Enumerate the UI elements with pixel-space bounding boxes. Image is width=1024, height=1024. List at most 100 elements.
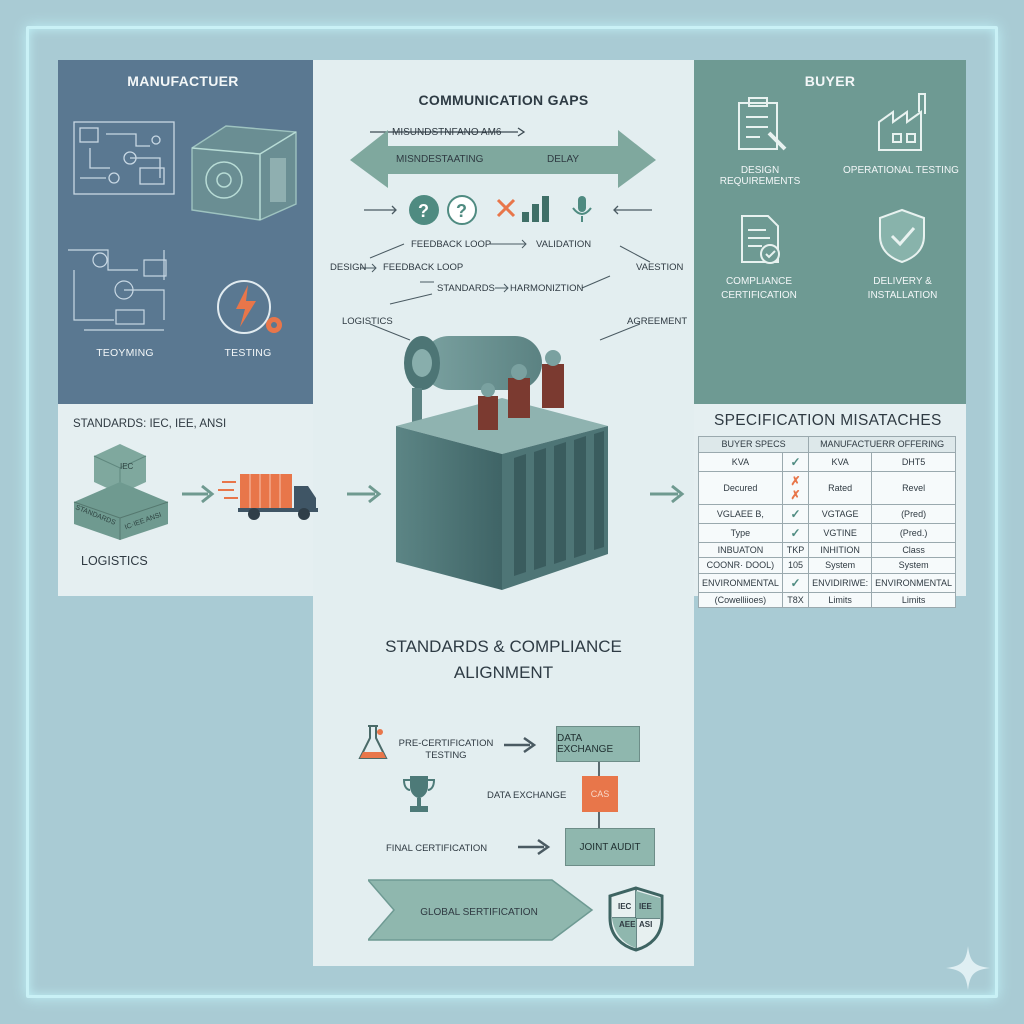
spec-cell: Class xyxy=(871,541,956,558)
shield-aee-label: AEE xyxy=(619,920,636,929)
arrow-right-2 xyxy=(518,838,551,856)
prototyping-label: TEOYMING xyxy=(96,347,154,359)
spec-cell: KVA xyxy=(698,451,783,472)
shield-asi-label: ASI xyxy=(639,920,653,929)
cube-top-label: IEC xyxy=(120,462,134,471)
spec-cell: ENVIRONMENTAL xyxy=(871,572,956,593)
spec-cell: VGTAGE xyxy=(808,503,873,524)
shield-iee-label: IEE xyxy=(639,902,652,911)
spec-cell: 105 xyxy=(781,557,810,574)
arrow-to-transformer xyxy=(347,484,382,504)
arrow-to-spec xyxy=(650,484,685,504)
testing-label: TESTING xyxy=(224,347,272,359)
schematic-icon xyxy=(68,249,167,331)
buyer-item-delivery-installation: DELIVERY & INSTALLATION xyxy=(867,276,938,301)
spec-cell: T8X xyxy=(781,591,810,608)
spec-cell: DHT5 xyxy=(871,451,956,472)
spec-cell: TKP xyxy=(781,541,810,558)
spec-mismatch-table: BUYER SPECS MANUFACTUERR OFFERING KVA✓KV… xyxy=(697,436,956,608)
transformer-illustration xyxy=(396,336,608,590)
buyer-item-design-requirements: DESIGN REQUIREMENTS xyxy=(719,165,801,187)
spec-row: ENVIRONMENTAL✓ENVIDIRIWE:ENVIRONMENTAL xyxy=(698,572,956,593)
buyer-title: BUYER xyxy=(804,73,856,89)
spec-row: VGLAEE B,✓VGTAGE(Pred) xyxy=(698,503,956,524)
certificate-document-icon xyxy=(741,215,780,264)
buyer-specs-header: BUYER SPECS xyxy=(697,436,810,453)
factory-icon xyxy=(878,93,926,151)
pre-certification-label: PRE-CERTIFICATION TESTING xyxy=(390,738,502,762)
spec-cell: System xyxy=(871,557,956,574)
connector-line-2 xyxy=(598,812,600,828)
double-arrow xyxy=(350,127,656,188)
sparkle-icon xyxy=(946,946,990,990)
spec-cell: Limits xyxy=(808,591,873,608)
orange-status-box: CAS xyxy=(582,776,618,812)
standards-cubes-icon xyxy=(73,444,169,540)
pre-certification-line2: TESTING xyxy=(425,750,467,761)
valstion-label: VAESTION xyxy=(636,262,684,273)
flask-icon xyxy=(358,725,388,759)
spec-cell: ✓ xyxy=(781,451,810,472)
logistics-label: LOGISTICS xyxy=(81,554,148,568)
harmonization-label: HARMONIZTION xyxy=(510,283,584,294)
spec-cell: ✓ xyxy=(781,503,810,524)
spec-cell: Revel xyxy=(871,470,956,505)
spec-cell: (Pred) xyxy=(871,503,956,524)
shield-iec-label: IEC xyxy=(618,902,632,911)
connector-line xyxy=(598,762,600,776)
feedback-loop-label: FEEDBACK LOOP xyxy=(411,239,492,250)
spec-cell: INHITION xyxy=(808,541,873,558)
buyer-item-operational-testing: OPERATIONAL TESTING xyxy=(843,165,959,176)
spec-cell: System xyxy=(808,557,873,574)
feedback-connectors xyxy=(360,239,651,341)
outer-glow-frame xyxy=(26,26,998,998)
arrow-right-1 xyxy=(504,736,537,754)
svg-text:?: ? xyxy=(456,201,467,221)
spec-cell: (Cowelliioes) xyxy=(698,591,783,608)
joint-audit-box: JOINT AUDIT xyxy=(565,828,655,866)
spec-cell: (Pred.) xyxy=(871,522,956,543)
spec-cell: ✓ xyxy=(781,572,810,593)
logistics-connector-label: LOGISTICS xyxy=(342,316,393,327)
spec-mismatch-title: SPECIFICATION MISATACHES xyxy=(714,412,942,429)
delivery-truck-icon xyxy=(218,474,318,520)
spec-cell: VGLAEE B, xyxy=(698,503,783,524)
agreement-label: AGREEMENT xyxy=(627,316,688,327)
manufacturer-panel xyxy=(58,60,313,404)
spec-cell: ✓ xyxy=(781,522,810,543)
arrow-top-label: MISUNDSTNFANO AM6 xyxy=(392,127,502,138)
global-certification-arrow xyxy=(368,879,594,941)
spec-cell: ✗ ✗ xyxy=(781,470,810,505)
clipboard-wrench-icon xyxy=(738,97,787,151)
certification-shield-icon xyxy=(608,886,664,952)
trophy-icon xyxy=(402,776,436,812)
manufacturer-title: MANUFACTUER xyxy=(127,73,239,89)
feedback-loop-2-label: FEEDBACK LOOP xyxy=(383,262,464,273)
pre-certification-line1: PRE-CERTIFICATION xyxy=(398,738,494,749)
spec-cell: VGTINE xyxy=(808,522,873,543)
buyer-item-compliance-certification: COMPLIANCE CERTIFICATION xyxy=(721,276,797,301)
design-label: DESIGN xyxy=(330,262,367,273)
shield-check-icon xyxy=(879,208,925,264)
final-certification-label: FINAL CERTIFICATION xyxy=(386,843,488,854)
communication-icons-row: ? ? xyxy=(364,195,652,225)
delay-label: DELAY xyxy=(547,154,580,165)
communication-gaps-title: COMMUNICATION GAPS xyxy=(418,92,589,108)
validation-label: VALIDATION xyxy=(536,239,592,250)
gear-machine-icon xyxy=(191,125,297,221)
spec-cell: Rated xyxy=(808,470,873,505)
spec-cell: Decured xyxy=(698,470,783,505)
svg-text:?: ? xyxy=(418,201,429,221)
manufacturer-offering-header: MANUFACTUERR OFFERING xyxy=(808,436,956,453)
spec-cell: ENVIRONMENTAL xyxy=(698,572,783,593)
testing-lightning-icon xyxy=(217,280,282,334)
standards-compliance-title-line2: ALIGNMENT xyxy=(453,663,554,682)
standards-compliance-title-line1: STANDARDS & COMPLIANCE xyxy=(385,637,622,656)
spec-cell: Type xyxy=(698,522,783,543)
standards-label: STANDARDS xyxy=(437,283,495,294)
